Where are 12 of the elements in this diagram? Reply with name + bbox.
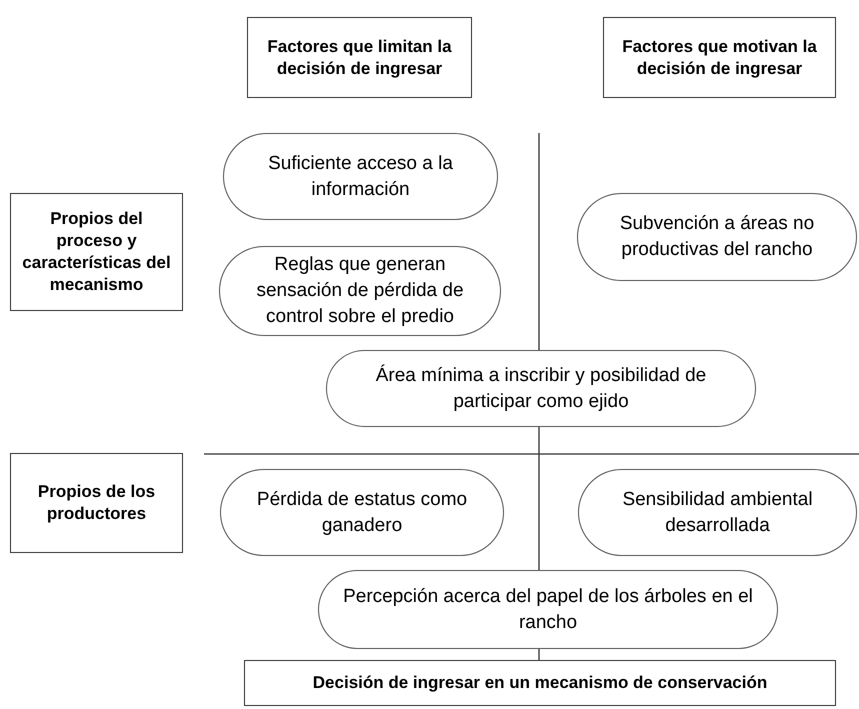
factor-pill: Suficiente acceso a la información [223,133,498,220]
factor-pill: Área mínima a inscribir y posibilidad de participar como ejido [326,350,756,427]
header-box: Propios de los productores [10,453,183,553]
factor-pill: Sensibilidad ambiental desarrollada [578,469,857,556]
header-box: Factores que motivan la decisión de ingresar [603,17,836,98]
factor-pill: Percepción acerca del papel de los árboles en el rancho [318,570,778,649]
header-box: Factores que limitan la decisión de ingresar [247,17,472,98]
factor-pill: Reglas que generan sensación de pérdida de control sobre el predio [219,246,501,336]
factor-pill: Pérdida de estatus como ganadero [220,469,504,556]
factor-pill: Subvención a áreas no productivas del rancho [577,193,857,281]
header-box: Decisión de ingresar en un mecanismo de conservación [244,660,836,706]
header-box: Propios del proceso y características del mecanismo [10,193,183,311]
